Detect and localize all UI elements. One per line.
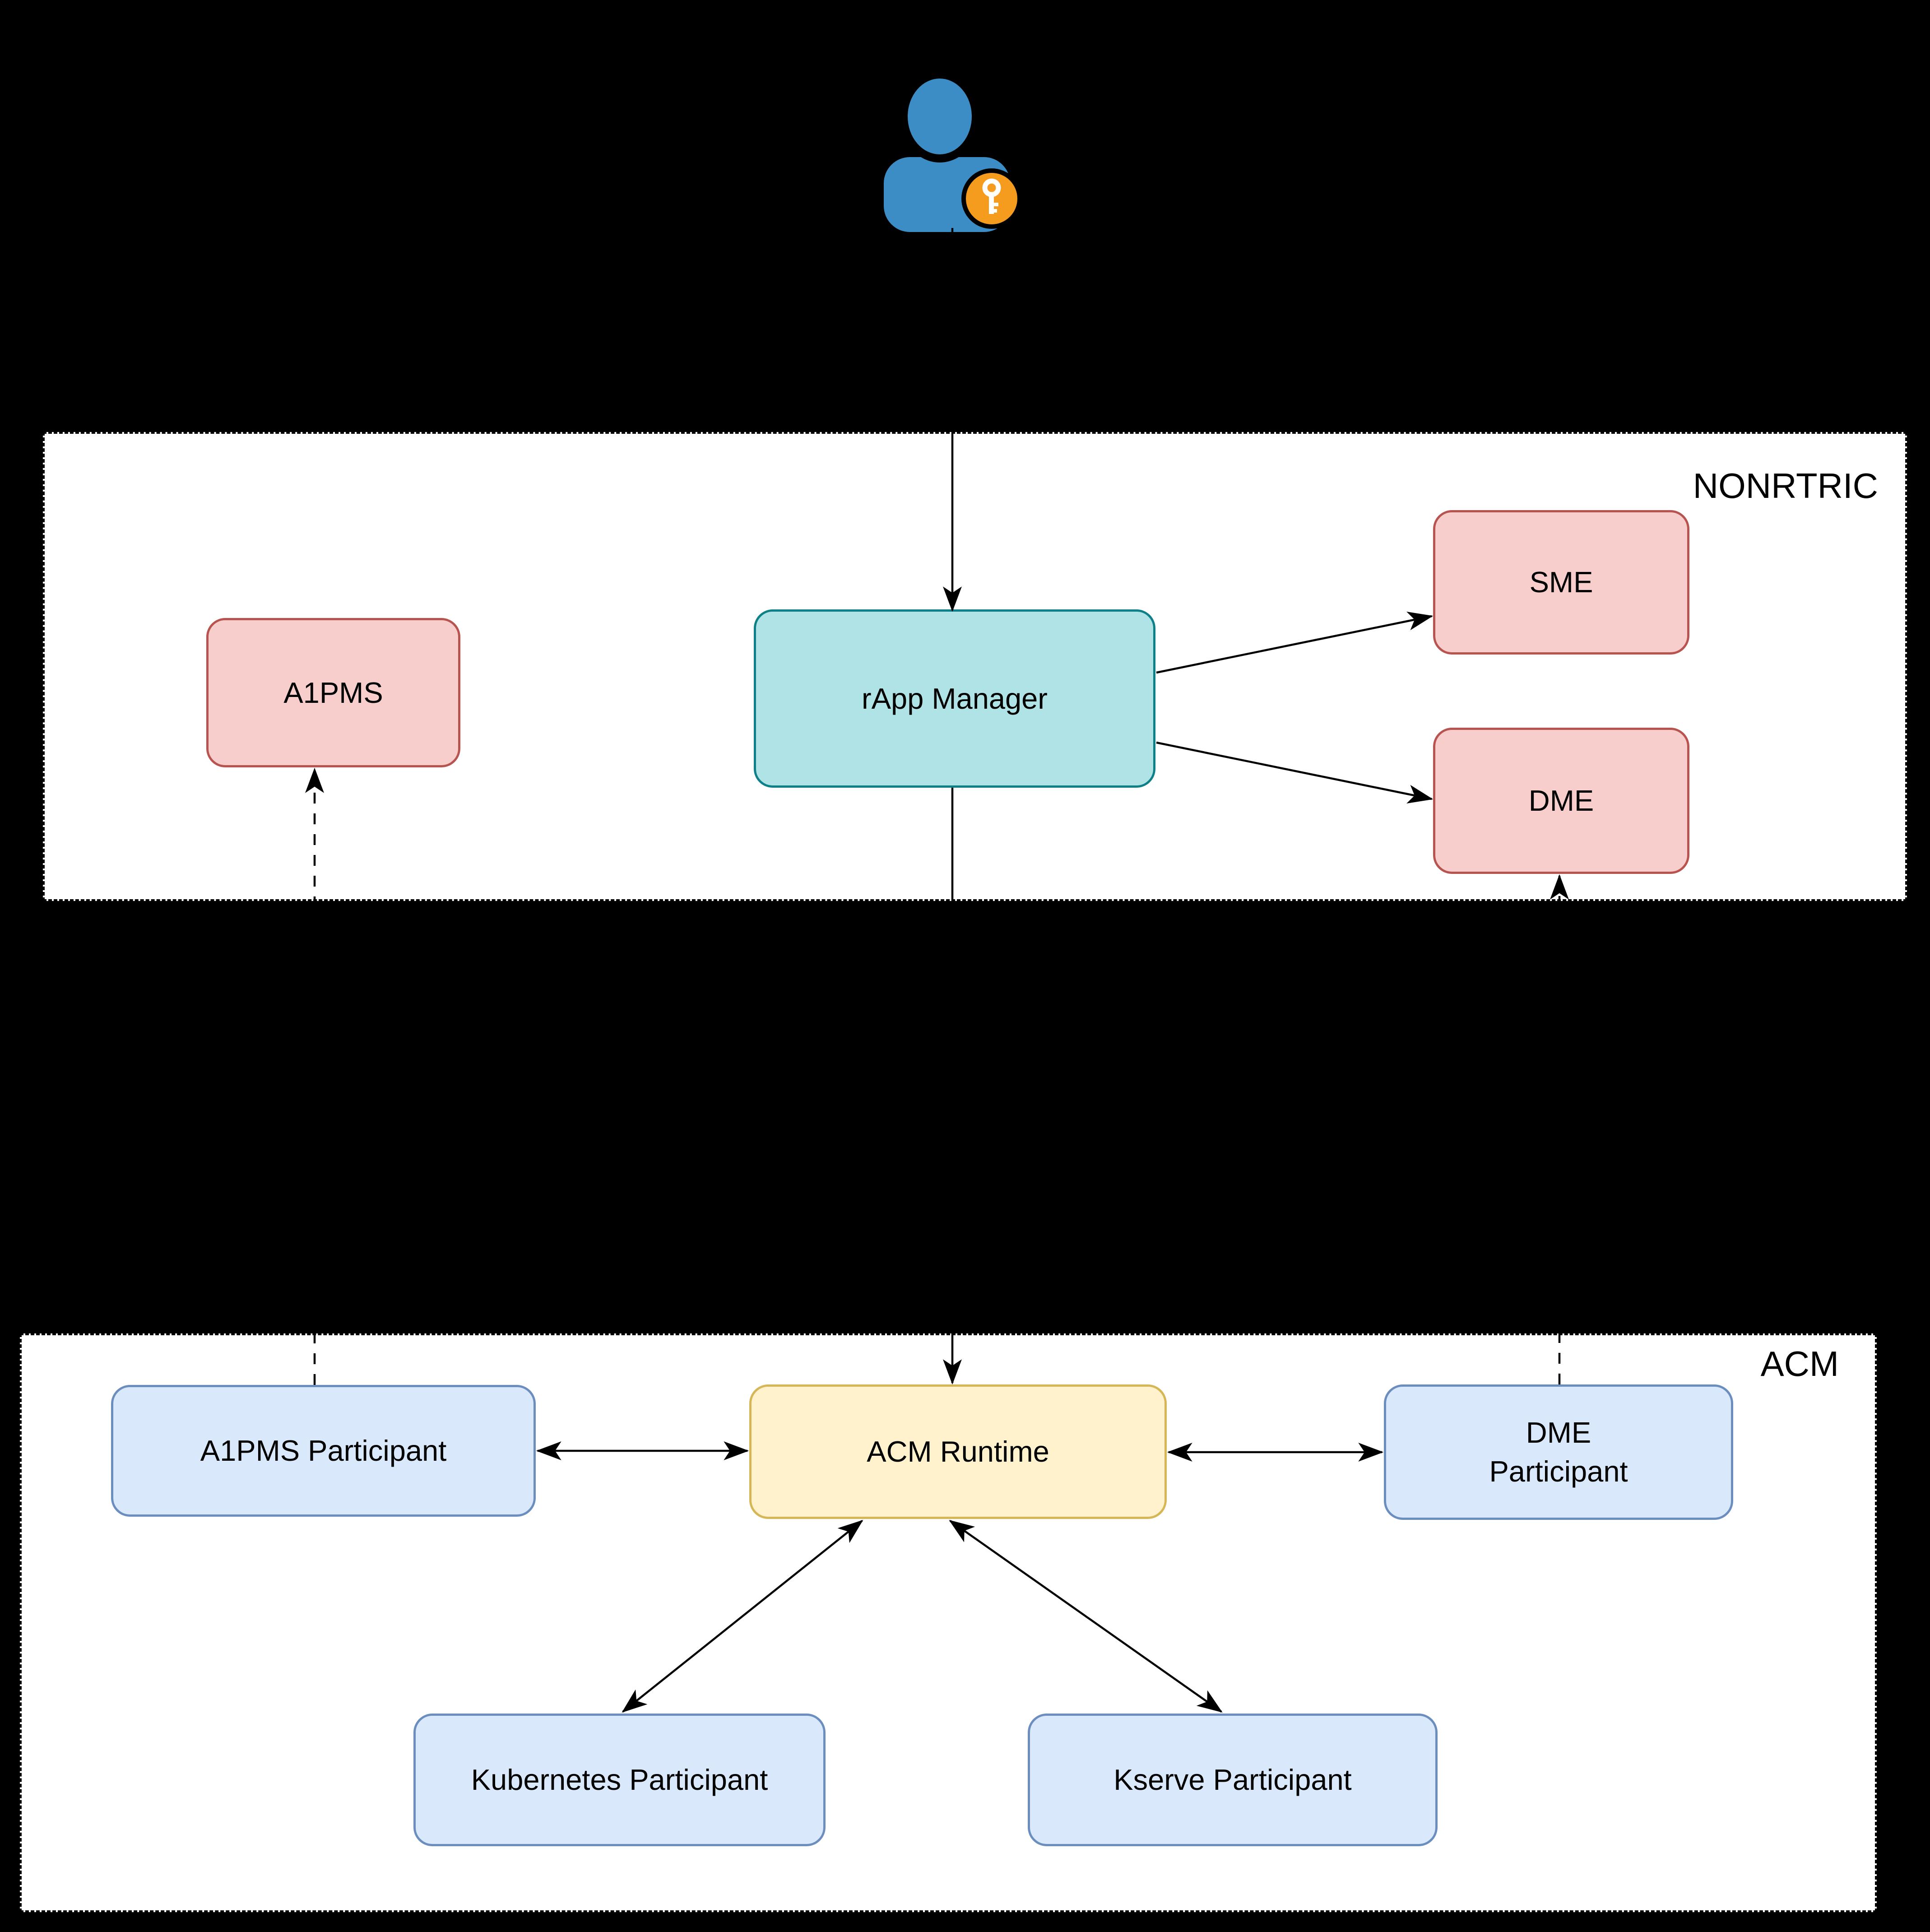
rapp-manager-node-label: rApp Manager <box>862 682 1048 715</box>
sme-node-label: SME <box>1529 566 1593 599</box>
dme-participant-node: DME Participant <box>1384 1384 1733 1520</box>
sme-node: SME <box>1433 510 1689 655</box>
a1pms-node: A1PMS <box>206 618 460 767</box>
rapp-manager-node: rApp Manager <box>754 609 1155 788</box>
a1pms-node-label: A1PMS <box>283 676 383 709</box>
dme-participant-node-label: DME Participant <box>1489 1413 1628 1491</box>
key-icon <box>982 178 1001 214</box>
kserve-participant-node-label: Kserve Participant <box>1113 1763 1352 1797</box>
kserve-participant-node: Kserve Participant <box>1028 1714 1438 1846</box>
dme-node-label: DME <box>1528 784 1594 817</box>
a1pms-participant-node-label: A1PMS Participant <box>200 1434 447 1468</box>
a1pms-participant-node: A1PMS Participant <box>111 1385 536 1517</box>
dme-participant-label-line2: Participant <box>1489 1455 1628 1488</box>
dme-node: DME <box>1433 728 1689 874</box>
user-head <box>900 70 980 163</box>
acm-label: ACM <box>1760 1344 1839 1384</box>
key-badge <box>961 168 1022 229</box>
user-body <box>884 157 1010 232</box>
dme-participant-label-line1: DME <box>1526 1416 1591 1449</box>
acm-runtime-node-label: ACM Runtime <box>867 1435 1049 1468</box>
nonrtric-label: NONRTRIC <box>1693 466 1878 506</box>
kubernetes-participant-node: Kubernetes Participant <box>413 1714 826 1846</box>
acm-runtime-node: ACM Runtime <box>749 1384 1167 1519</box>
kubernetes-participant-node-label: Kubernetes Participant <box>471 1763 768 1797</box>
